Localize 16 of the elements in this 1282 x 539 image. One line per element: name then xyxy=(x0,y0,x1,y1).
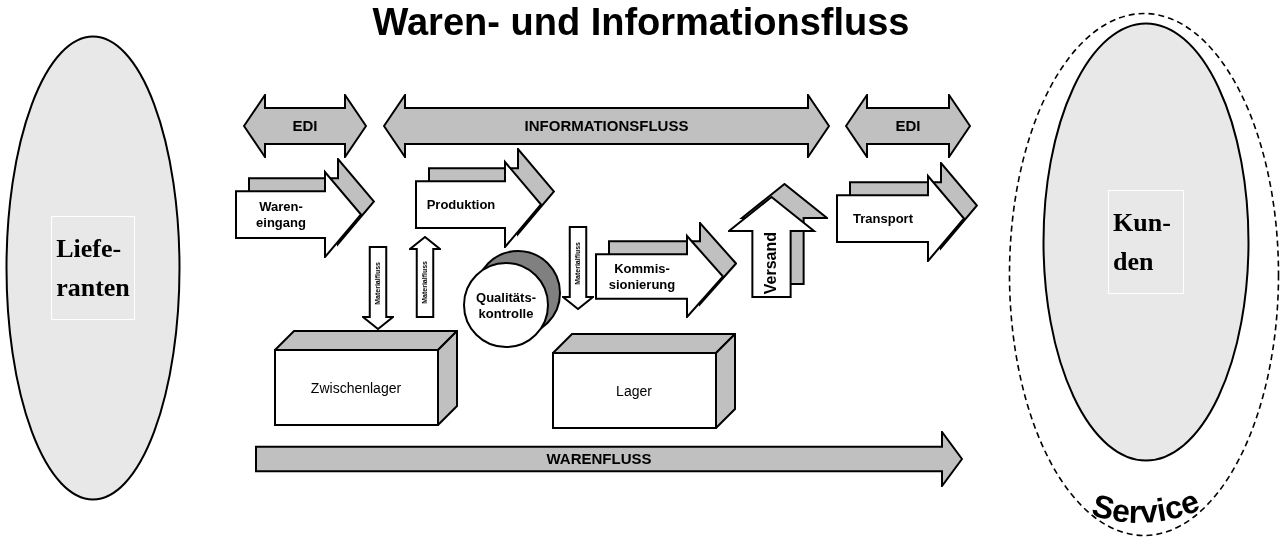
arrow-label: Produktion xyxy=(426,196,496,214)
arrow-label: Waren- eingang xyxy=(255,198,307,232)
node-label: Liefe- ranten xyxy=(51,216,135,320)
arrow-label: WARENFLUSS xyxy=(546,448,652,469)
arrow-label: Versand xyxy=(761,232,780,295)
arrow-label: Zwischenlager xyxy=(310,378,402,398)
arrow-label: Lager xyxy=(616,381,652,401)
arrow-label: Qualitäts- kontrolle xyxy=(475,289,537,323)
arrow-label: Transport xyxy=(853,210,913,228)
arrow-label: EDI xyxy=(292,115,318,136)
title: Waren- und Informationsfluss xyxy=(372,0,910,44)
arrow-label: INFORMATIONSFLUSS xyxy=(524,115,689,136)
arrow-label: Kommis- sionierung xyxy=(607,260,677,294)
arrow-label: EDI xyxy=(895,115,921,136)
curved-label: Service xyxy=(1088,482,1204,531)
node-label: Kun- den xyxy=(1108,190,1184,294)
